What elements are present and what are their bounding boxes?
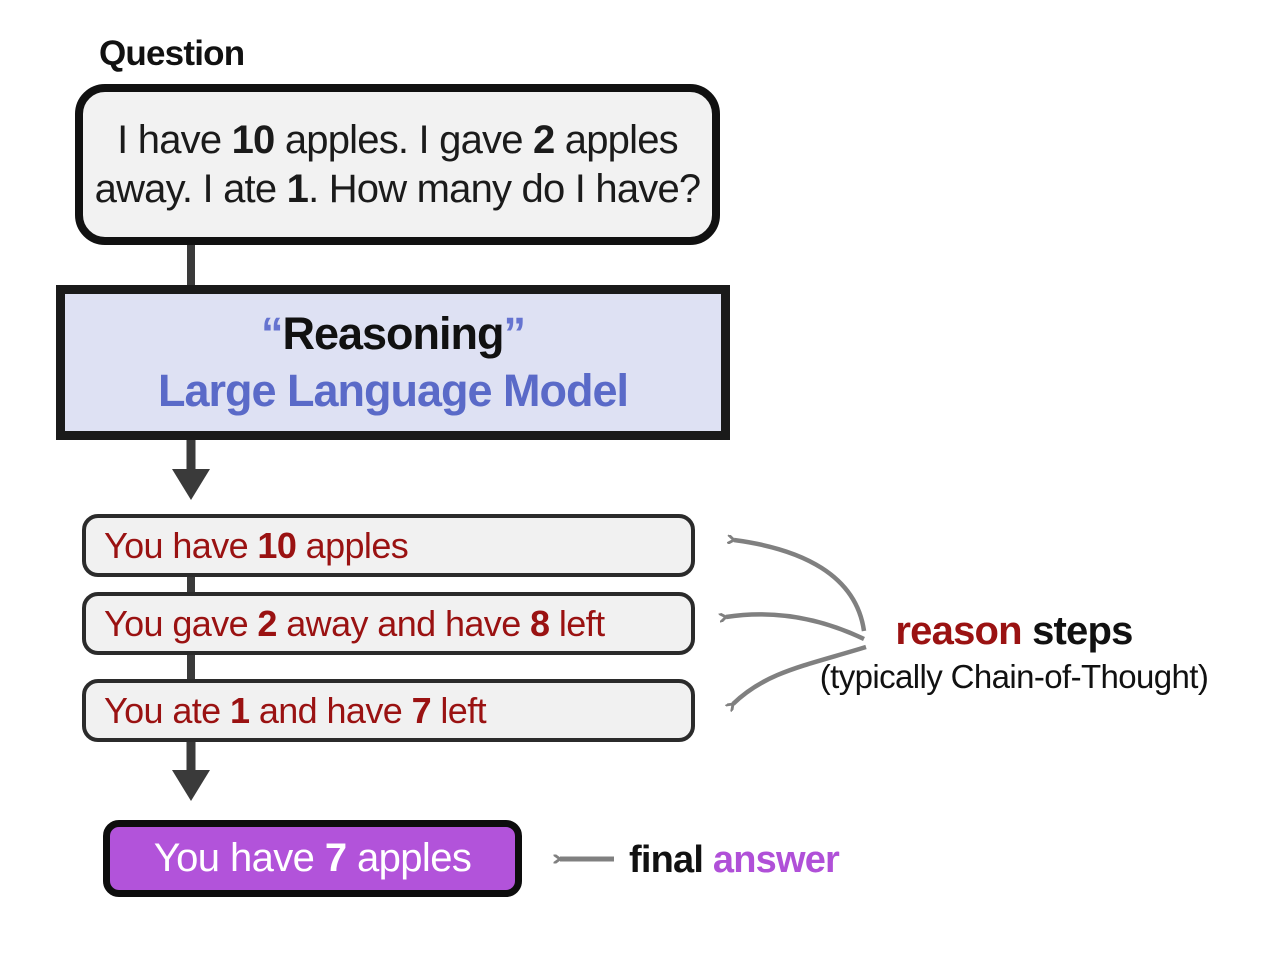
connector-question-to-llm bbox=[187, 244, 195, 287]
connector-step1-to-step2 bbox=[187, 575, 195, 594]
reason-step-text-3: You ate 1 and have 7 left bbox=[104, 689, 487, 731]
reason-steps-annotation: reason steps (typically Chain-of-Thought… bbox=[790, 608, 1238, 696]
reasoning-llm-box: “Reasoning” Large Language Model bbox=[56, 285, 730, 440]
reason-steps-title: reason steps bbox=[895, 609, 1133, 653]
final-answer-box: You have 7 apples bbox=[103, 820, 522, 897]
reason-step-box-2: You gave 2 away and have 8 left bbox=[82, 592, 695, 655]
question-label: Question bbox=[99, 34, 245, 73]
reason-steps-subtitle: (typically Chain-of-Thought) bbox=[819, 658, 1209, 695]
reason-step-box-1: You have 10 apples bbox=[82, 514, 695, 577]
reason-step-text-2: You gave 2 away and have 8 left bbox=[104, 602, 605, 644]
final-answer-annotation: final answer bbox=[629, 839, 840, 881]
reason-step-text-1: You have 10 apples bbox=[104, 524, 409, 566]
final-answer-text: You have 7 apples bbox=[153, 836, 472, 880]
arrow-down-llm-to-steps bbox=[172, 440, 210, 500]
reason-step-box-3: You ate 1 and have 7 left bbox=[82, 679, 695, 742]
llm-subtitle: Large Language Model bbox=[157, 364, 629, 416]
connector-step2-to-step3 bbox=[187, 653, 195, 681]
arrow-down-steps-to-final bbox=[172, 742, 210, 801]
reasoning-title: “Reasoning” bbox=[260, 308, 526, 360]
